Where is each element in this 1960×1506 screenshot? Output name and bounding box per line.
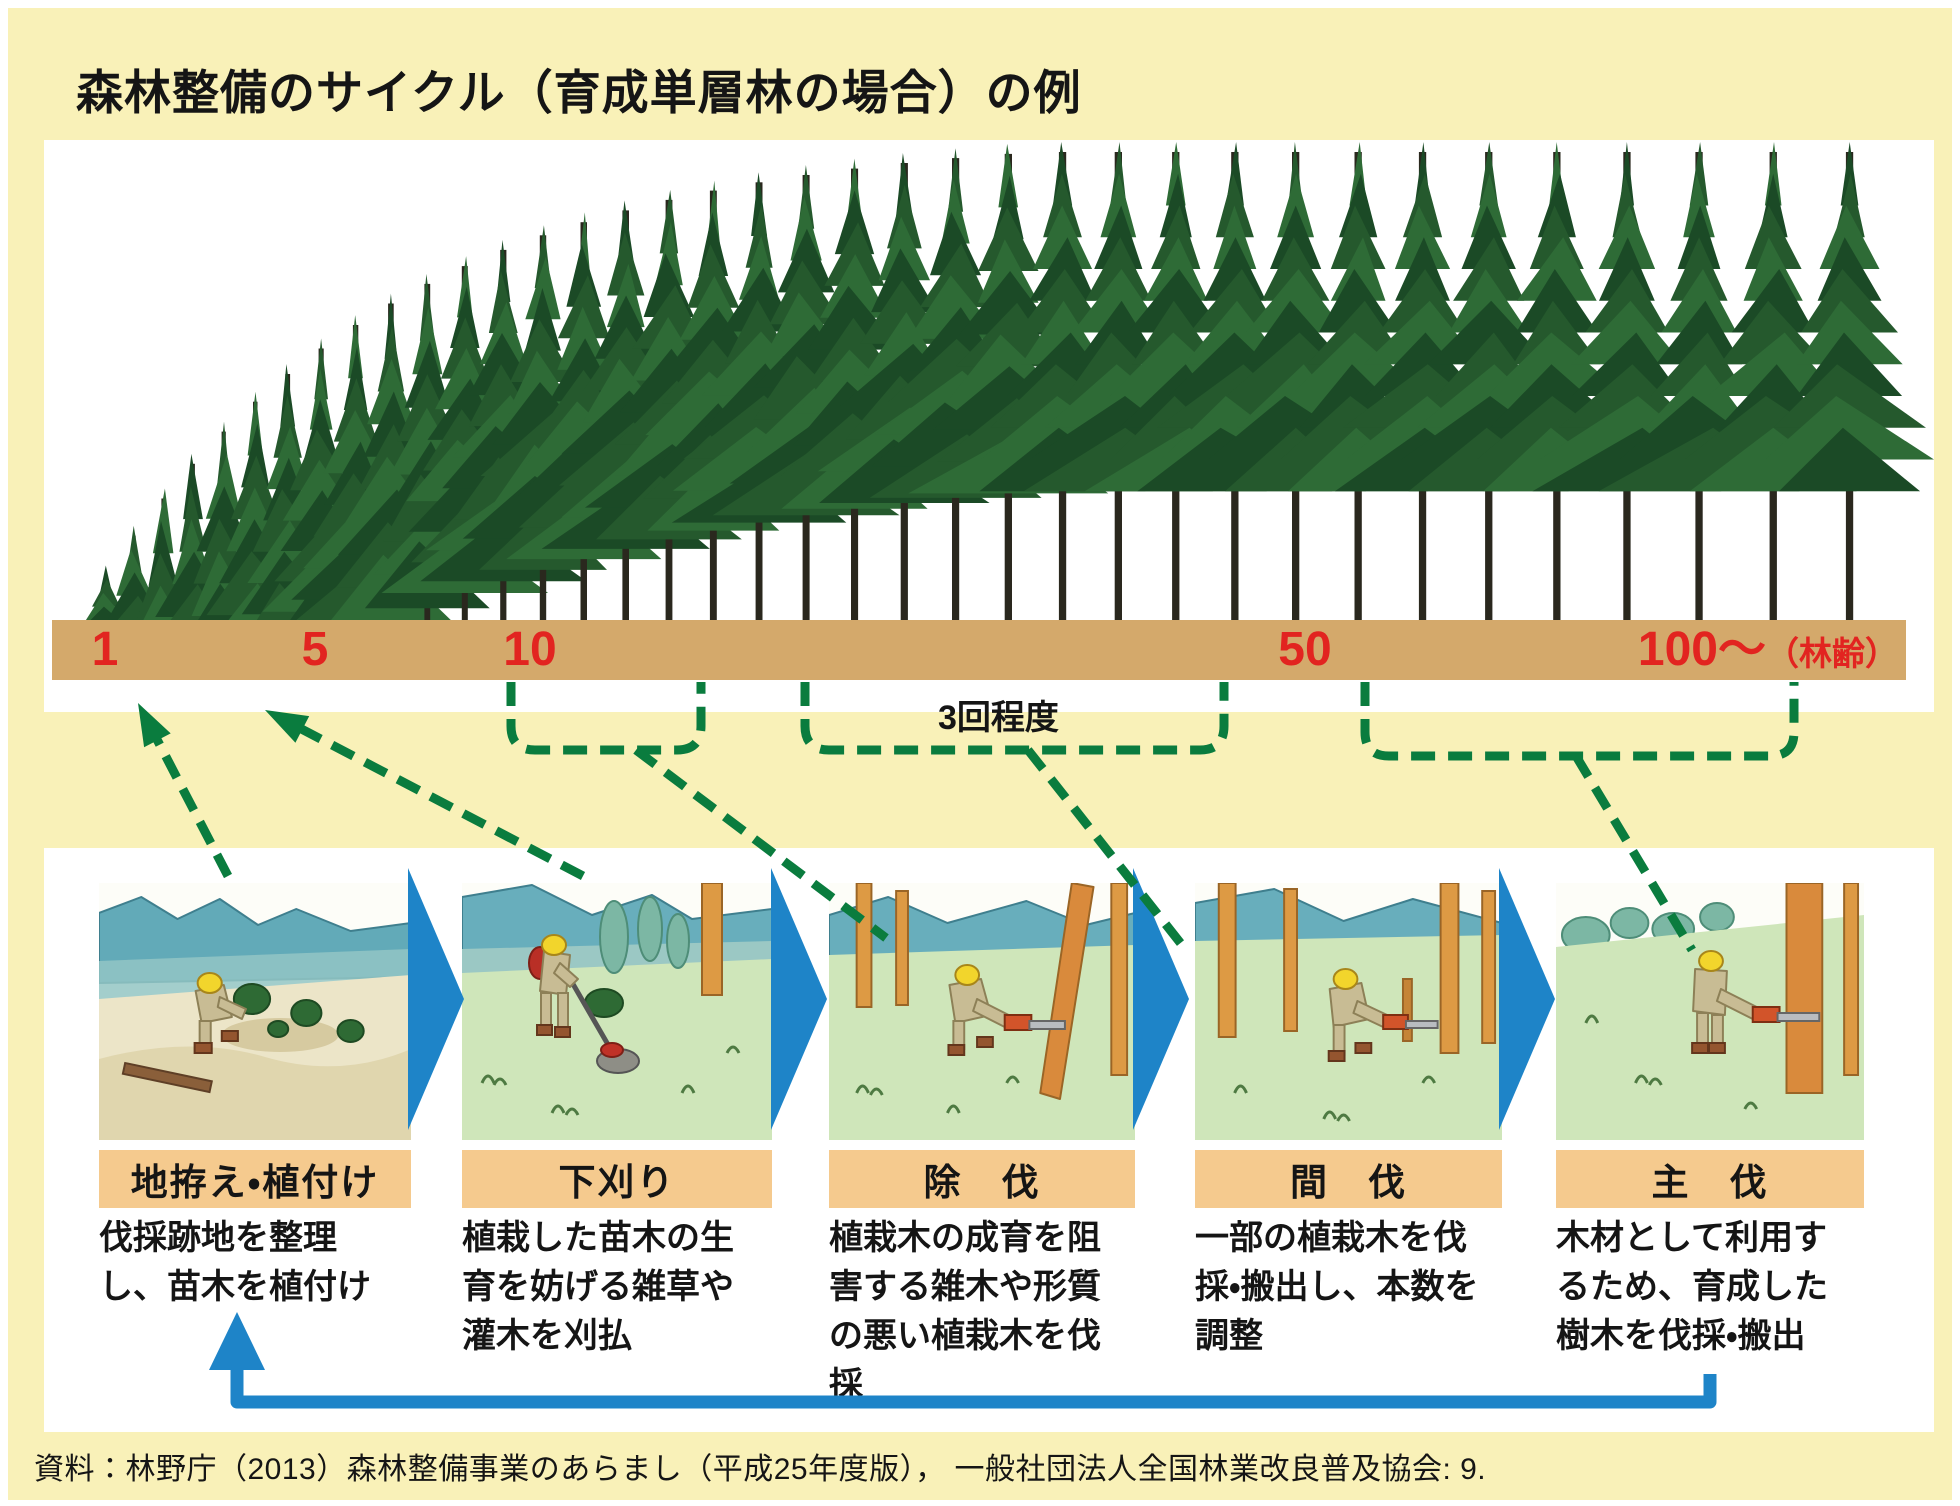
stage-2: 下刈り 植栽した苗木の生育を妨げる雑草や灌木を刈払 bbox=[462, 883, 772, 1413]
age-axis-bar: 1 5 10 50 100～（林齢） bbox=[52, 620, 1906, 680]
stage-description-3: 植栽木の成育を阻害する雑木や形質の悪い植栽木を伐採 bbox=[829, 1219, 1101, 1404]
grass-tufts bbox=[480, 1045, 741, 1116]
stage-illustration-1 bbox=[99, 883, 411, 1140]
stage-description-1: 伐採跡地を整理し、苗木を植付け bbox=[99, 1219, 371, 1306]
tree-trunk bbox=[1439, 883, 1460, 1054]
stage-description-5: 木材として利用するため、育成した樹木を伐採・搬出 bbox=[1556, 1219, 1828, 1355]
stage-label-2: 下刈り bbox=[462, 1150, 772, 1208]
stage-illustration-3 bbox=[829, 883, 1135, 1140]
thinning-count-note: 3回程度 bbox=[938, 699, 1059, 737]
conifer-trees bbox=[76, 142, 1934, 651]
stage-description-4: 一部の植栽木を伐採・搬出し、本数を調整 bbox=[1195, 1219, 1479, 1355]
worker-figure bbox=[528, 934, 579, 1038]
worker-figure bbox=[947, 964, 1066, 1056]
grass-tufts bbox=[1233, 1075, 1436, 1122]
worker-figure bbox=[1327, 968, 1439, 1062]
stage-3: 除 伐 植栽木の成育を阻害する雑木や形質の悪い植栽木を伐採 bbox=[829, 883, 1135, 1413]
stage-illustration-5 bbox=[1556, 883, 1864, 1140]
worker-figure bbox=[193, 972, 247, 1054]
stage-description-2: 植栽した苗木の生育を妨げる雑草や灌木を刈払 bbox=[462, 1219, 734, 1355]
tree-trunk bbox=[1481, 890, 1497, 1044]
grass-tufts bbox=[1584, 1014, 1759, 1110]
stage-label-1: 地拵え・植付け bbox=[99, 1150, 411, 1208]
stage-illustration-2 bbox=[462, 883, 772, 1140]
age-axis-unit: （林齢） bbox=[1766, 635, 1898, 672]
worker-figure bbox=[1691, 950, 1821, 1054]
age-label-100: 100～（林齢） bbox=[1638, 622, 1898, 682]
stage-5: 主 伐 木材として利用するため、育成した樹木を伐採・搬出 bbox=[1556, 883, 1864, 1413]
cut-stem bbox=[1401, 978, 1413, 1042]
tree-trunk bbox=[895, 890, 909, 1006]
seedlings bbox=[232, 983, 365, 1043]
stage-label-4: 間 伐 bbox=[1195, 1150, 1502, 1208]
page-title: 森林整備のサイクル（育成単層林の場合）の例 bbox=[76, 66, 1082, 119]
stage-1: 地拵え・植付け 伐採跡地を整理し、苗木を植付け bbox=[99, 883, 411, 1413]
grass-tufts bbox=[855, 1075, 1020, 1114]
stage-4: 間 伐 一部の植栽木を伐採・搬出し、本数を調整 bbox=[1195, 883, 1502, 1413]
tree-trunk bbox=[1843, 883, 1860, 1076]
age-label-100-value: 100～ bbox=[1637, 623, 1766, 676]
chainsaw bbox=[1382, 1014, 1409, 1030]
tree-trunk bbox=[1217, 883, 1237, 1038]
tree-trunk bbox=[1110, 883, 1129, 1076]
chainsaw bbox=[1751, 1006, 1781, 1023]
age-label-50: 50 bbox=[1278, 623, 1332, 676]
tree-trunk bbox=[1283, 888, 1298, 1032]
large-trunk bbox=[1785, 883, 1824, 1094]
age-label-10: 10 bbox=[503, 623, 557, 676]
stage-illustration-4 bbox=[1195, 883, 1502, 1140]
log bbox=[121, 1061, 213, 1094]
forest-illustration bbox=[76, 142, 1934, 651]
age-label-5: 5 bbox=[301, 623, 329, 676]
tree-trunk bbox=[855, 883, 873, 1008]
age-label-1: 1 bbox=[91, 623, 119, 676]
grass-slope bbox=[1195, 935, 1502, 1140]
forest-growth-panel: 1 5 10 50 100～（林齢） bbox=[44, 140, 1934, 712]
stage-label-3: 除 伐 bbox=[829, 1150, 1135, 1208]
source-citation: 資料：林野庁（2013）森林整備事業のあらまし（平成25年度版）， 一般社団法人… bbox=[34, 1453, 1487, 1486]
chainsaw bbox=[1003, 1014, 1033, 1031]
stage-label-5: 主 伐 bbox=[1556, 1150, 1864, 1208]
tree-trunk bbox=[701, 883, 723, 996]
